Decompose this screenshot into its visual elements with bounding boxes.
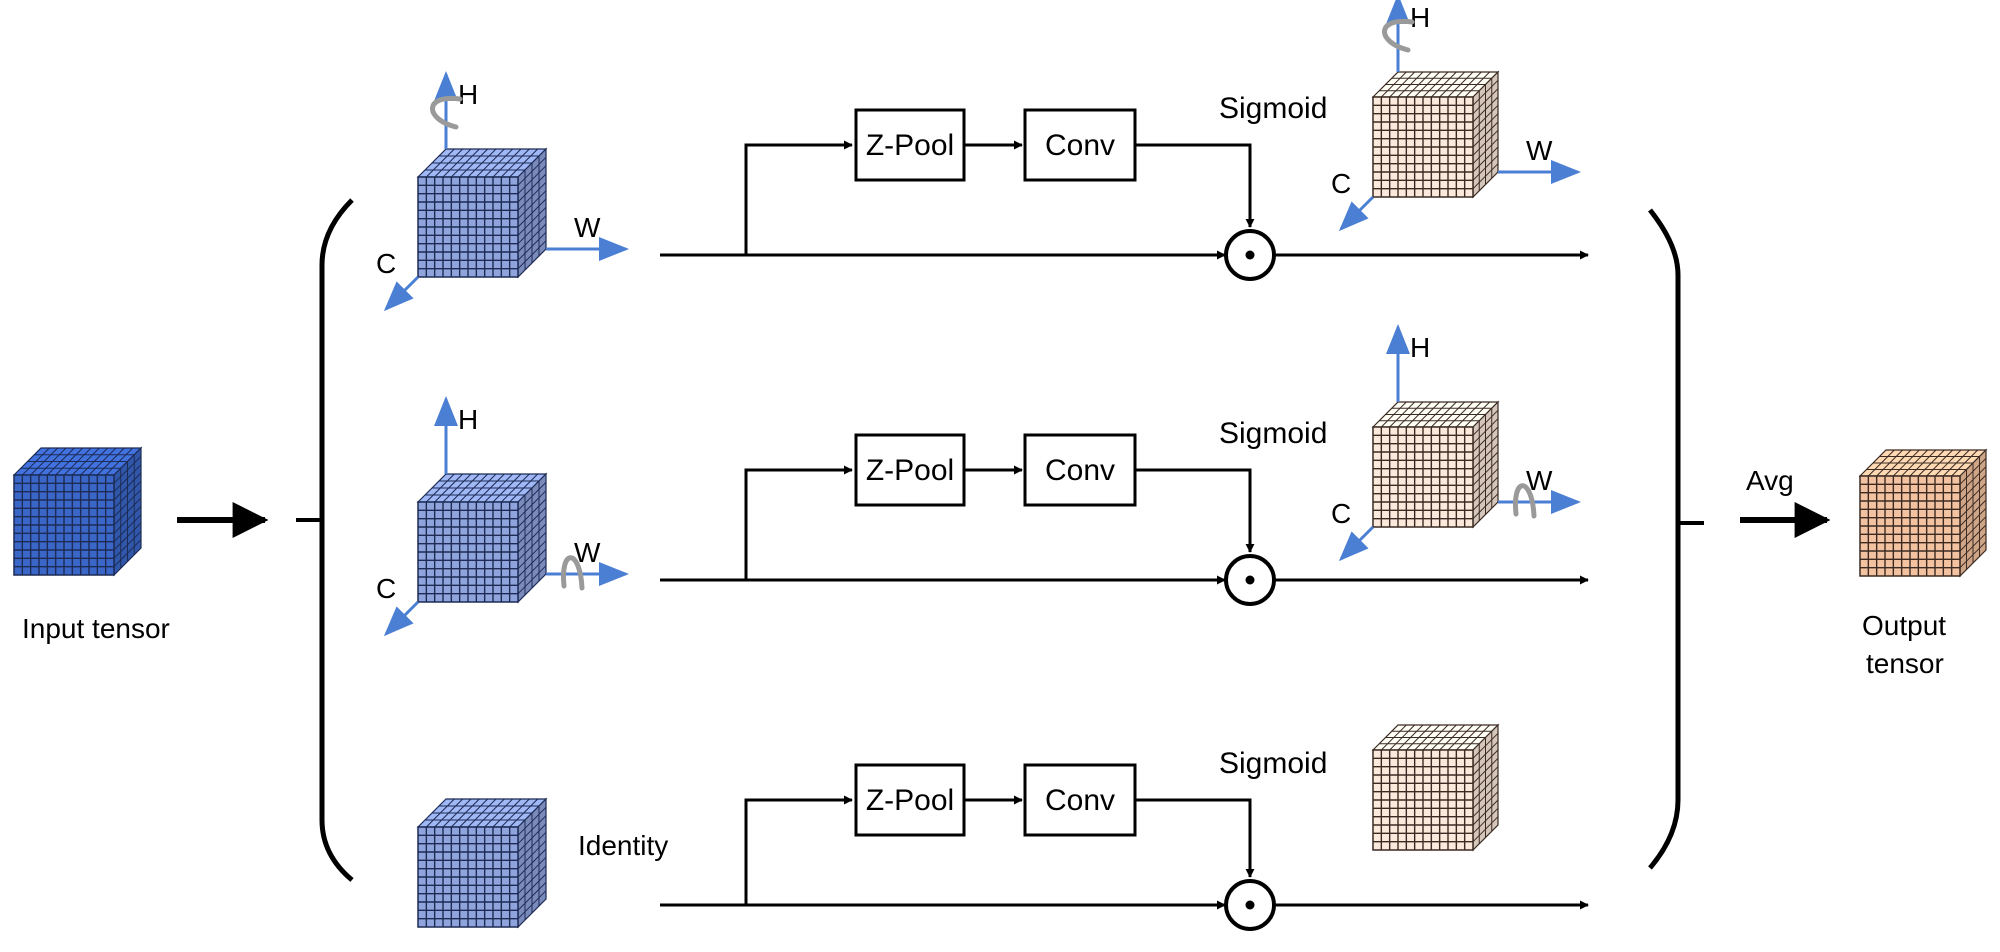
- branch-1-conv-label: Conv: [1045, 129, 1115, 162]
- output-tensor-label-line1: Output: [1862, 610, 1946, 641]
- branch-2-sigmoid-label: Sigmoid: [1219, 417, 1327, 450]
- b1-c-axis-arrow: [383, 275, 420, 312]
- left-bracket: [319, 198, 354, 882]
- branch-1-conv-block: Conv: [1023, 108, 1137, 182]
- branch-1-input-cube: H W C: [376, 71, 629, 312]
- branch-2-fork-line: [744, 465, 853, 580]
- branch-2-zpool-label: Z-Pool: [866, 454, 954, 487]
- o1-c-axis-label: C: [1331, 168, 1351, 199]
- o1-rotation-h-icon: [1382, 18, 1415, 53]
- b1-h-axis-label: H: [458, 79, 478, 110]
- input-tensor-cube: [12, 446, 143, 577]
- branch-3-attention-cube: [1371, 723, 1500, 852]
- branch-2-multiply-operator: [1224, 554, 1276, 606]
- branch-3-zpool-label: Z-Pool: [866, 784, 954, 817]
- branch-1: Z-Pool Conv Sigmoid: [660, 92, 1589, 281]
- b1-rotation-h-icon: [430, 95, 463, 130]
- branch-1-attention-cube: H W C: [1331, 0, 1581, 232]
- o2-rotation-w-icon: [1512, 483, 1537, 519]
- branch-1-fork-line: [744, 140, 853, 255]
- branch-2-input-cube: HWC: [376, 396, 629, 637]
- branch-2: Z-Pool Conv Sigmoid: [660, 417, 1589, 606]
- branch-3-conv-to-multiply-arrow: [1135, 798, 1255, 878]
- branch-2-zpool-block: Z-Pool: [854, 433, 966, 507]
- avg-label: Avg: [1746, 465, 1794, 496]
- b2-c-axis-label: C: [376, 573, 396, 604]
- branch-1-zpool-label: Z-Pool: [866, 129, 954, 162]
- branch-1-conv-to-multiply-arrow: [1135, 143, 1255, 228]
- branch-2-attention-cube: HWC: [1331, 324, 1581, 562]
- branch-3: Z-Pool Conv Sigmoid: [660, 747, 1589, 931]
- o1-h-axis-label: H: [1410, 2, 1430, 33]
- b1-c-axis-label: C: [376, 248, 396, 279]
- branch-2-conv-block: Conv: [1023, 433, 1137, 507]
- right-bracket: [1648, 208, 1681, 870]
- b2-c-axis-arrow: [383, 600, 420, 637]
- b2-rotation-w-icon: [560, 555, 585, 591]
- branch-3-conv-label: Conv: [1045, 784, 1115, 817]
- identity-label: Identity: [578, 830, 668, 861]
- branch-1-multiply-operator: [1224, 229, 1276, 281]
- o2-h-axis-label: H: [1410, 332, 1430, 363]
- branch-3-fork-line: [744, 795, 853, 905]
- branch-3-multiply-operator: [1224, 879, 1276, 931]
- output-tensor-cube: [1858, 448, 1988, 578]
- b1-w-axis-label: W: [574, 212, 601, 243]
- branch-2-conv-to-multiply-arrow: [1135, 468, 1255, 553]
- b2-h-axis-label: H: [458, 404, 478, 435]
- branch-3-sigmoid-label: Sigmoid: [1219, 747, 1327, 780]
- branch-1-zpool-block: Z-Pool: [854, 108, 966, 182]
- o2-c-axis-label: C: [1331, 498, 1351, 529]
- branch-3-input-cube: [416, 797, 548, 929]
- branch-1-sigmoid-label: Sigmoid: [1219, 92, 1327, 125]
- output-tensor-label-line2: tensor: [1866, 648, 1944, 679]
- branch-3-conv-block: Conv: [1023, 763, 1137, 837]
- o2-c-axis-arrow: [1338, 525, 1375, 562]
- branch-3-zpool-block: Z-Pool: [854, 763, 966, 837]
- branch-2-conv-label: Conv: [1045, 454, 1115, 487]
- input-tensor-label: Input tensor: [22, 613, 170, 644]
- o1-w-axis-label: W: [1526, 135, 1553, 166]
- o1-c-axis-arrow: [1338, 195, 1375, 232]
